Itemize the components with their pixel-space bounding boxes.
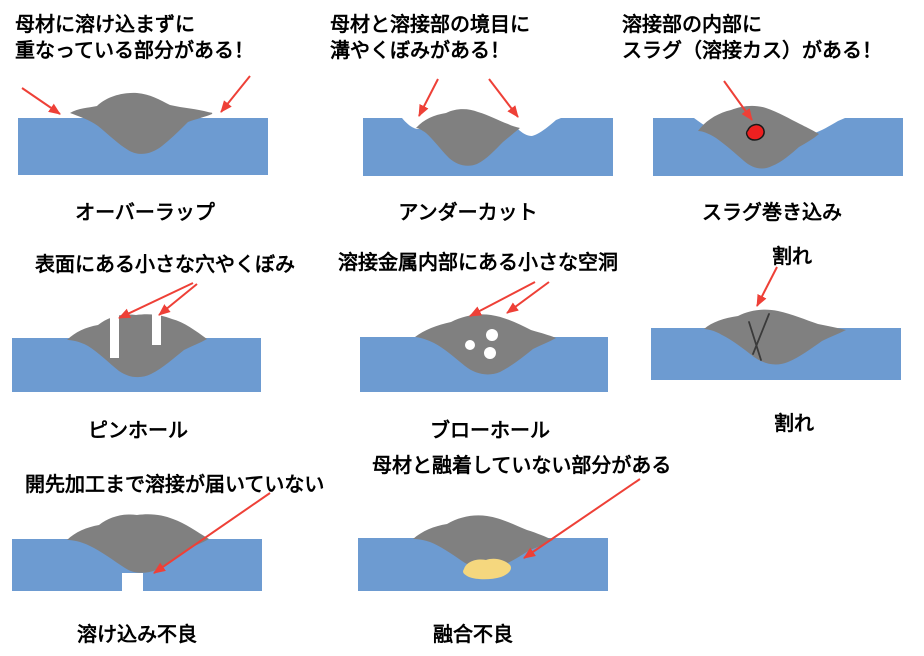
unfused-gap bbox=[463, 558, 511, 580]
annotation-undercut: 母材と溶接部の境目に 溝やくぼみがある！ bbox=[330, 14, 530, 62]
crack-figure bbox=[651, 266, 901, 380]
annotation-slag-inclusion: 溶接部の内部に スラグ（溶接カス）がある！ bbox=[622, 14, 882, 62]
gas-void bbox=[484, 347, 496, 359]
caption-overlap: オーバーラップ bbox=[75, 202, 215, 224]
pointer-arrow bbox=[723, 80, 753, 121]
weld-bead-shape bbox=[416, 109, 520, 166]
annotation-incomplete-penetration: 開先加工まで溶接が届いていない bbox=[25, 474, 325, 496]
caption-blowhole: ブローホール bbox=[430, 420, 550, 442]
gas-void bbox=[465, 340, 475, 350]
pointer-arrow bbox=[506, 281, 550, 314]
caption-lack-of-fusion: 融合不良 bbox=[433, 624, 513, 646]
pinhole-slot bbox=[152, 313, 161, 345]
weld-bead-shape bbox=[70, 92, 213, 154]
caption-incomplete-penetration: 溶け込み不良 bbox=[77, 624, 197, 646]
weld-bead-shape bbox=[67, 514, 209, 573]
undercut-figure bbox=[363, 78, 613, 176]
crack-line bbox=[748, 321, 762, 361]
lack-of-fusion-figure bbox=[358, 478, 641, 591]
pointer-arrow bbox=[158, 283, 198, 316]
overlap-figure bbox=[18, 75, 268, 175]
pinhole-figure bbox=[12, 282, 261, 392]
pointer-arrow bbox=[418, 78, 439, 117]
blowhole-figure bbox=[360, 281, 608, 392]
pointer-arrow bbox=[153, 492, 271, 574]
annotation-crack: 割れ bbox=[772, 246, 812, 268]
pointer-arrow bbox=[21, 87, 61, 115]
pointer-arrow bbox=[523, 478, 641, 559]
slag-particle bbox=[745, 123, 765, 141]
caption-pinhole: ピンホール bbox=[88, 420, 188, 442]
pointer-arrow bbox=[488, 78, 519, 118]
caption-undercut: アンダーカット bbox=[398, 202, 538, 224]
annotation-pinhole: 表面にある小さな穴やくぼみ bbox=[35, 254, 295, 276]
slag-inclusion-figure bbox=[653, 80, 903, 176]
annotation-overlap: 母材に溶け込まずに 重なっている部分がある！ bbox=[15, 14, 254, 62]
weld-bead-shape bbox=[67, 314, 207, 378]
caption-crack: 割れ bbox=[774, 413, 814, 435]
weld-bead-shape bbox=[704, 309, 846, 365]
incomplete-penetration-figure bbox=[12, 492, 271, 591]
annotation-blowhole: 溶接金属内部にある小さな空洞 bbox=[338, 252, 618, 274]
weld-bead-shape bbox=[413, 515, 553, 569]
pinhole-slot bbox=[110, 314, 119, 358]
weld-bead-shape bbox=[415, 314, 556, 375]
pointer-arrow bbox=[469, 281, 536, 317]
caption-slag-inclusion: スラグ巻き込み bbox=[702, 202, 842, 224]
crack-line bbox=[752, 313, 770, 355]
pointer-arrow bbox=[756, 266, 778, 307]
gas-void bbox=[486, 329, 498, 341]
annotation-lack-of-fusion: 母材と融着していない部分がある bbox=[372, 455, 672, 477]
pointer-arrow bbox=[220, 75, 251, 113]
pointer-arrow bbox=[118, 282, 194, 319]
